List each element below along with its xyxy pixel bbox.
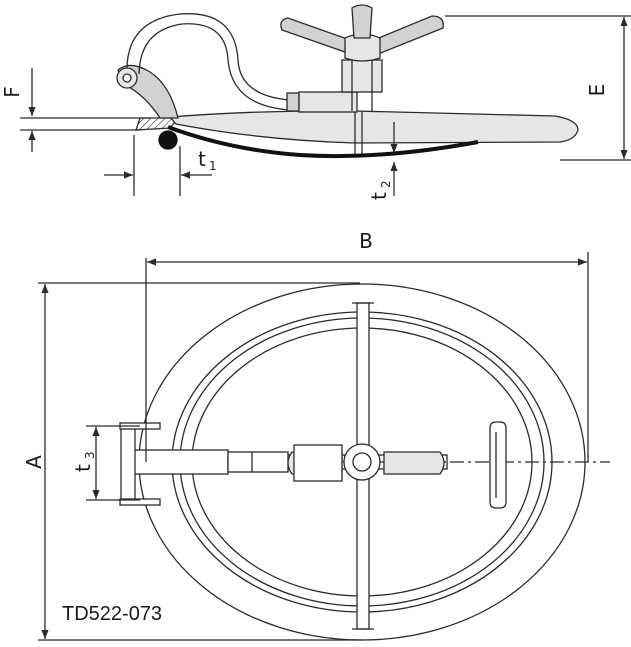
- drawing-code: TD522-073: [62, 603, 162, 625]
- label-t3-sub: 3: [83, 451, 97, 459]
- arm-shaft: [298, 91, 358, 113]
- label-F: F: [0, 86, 24, 98]
- label-t1-sub: 1: [209, 159, 217, 173]
- hub-block: [293, 444, 343, 482]
- star-knob-right-arm: [373, 15, 444, 55]
- top-view: [38, 252, 610, 641]
- star-knob-top: [351, 4, 373, 39]
- handle-slot: [489, 421, 507, 509]
- gooseneck-arm-inner: [138, 23, 291, 111]
- label-t2-sub: 2: [379, 180, 393, 188]
- seal-ring-profile: [158, 130, 178, 150]
- hub-arm-right: [383, 451, 445, 475]
- gooseneck-arm-outer: [126, 13, 291, 101]
- hinge-arm-top-view: [227, 451, 289, 473]
- side-view: [20, 4, 631, 196]
- label-t1: t: [198, 147, 206, 171]
- hinge-pin-bar: [120, 425, 136, 505]
- label-t2: t: [367, 192, 391, 200]
- lid-curved-seal: [167, 125, 479, 159]
- hinge-cap-bottom: [119, 498, 161, 506]
- spindle-housing: [341, 59, 383, 93]
- star-knob-left-arm: [280, 17, 351, 53]
- label-B: B: [359, 229, 373, 253]
- hub-inner: [352, 452, 372, 472]
- arm-connector: [286, 92, 300, 112]
- hinge-pin-inner: [122, 73, 132, 83]
- label-t3: t: [71, 464, 95, 472]
- label-E: E: [585, 84, 609, 97]
- label-A: A: [22, 455, 46, 469]
- lid-body: [168, 110, 579, 144]
- hinge-block: [127, 449, 229, 475]
